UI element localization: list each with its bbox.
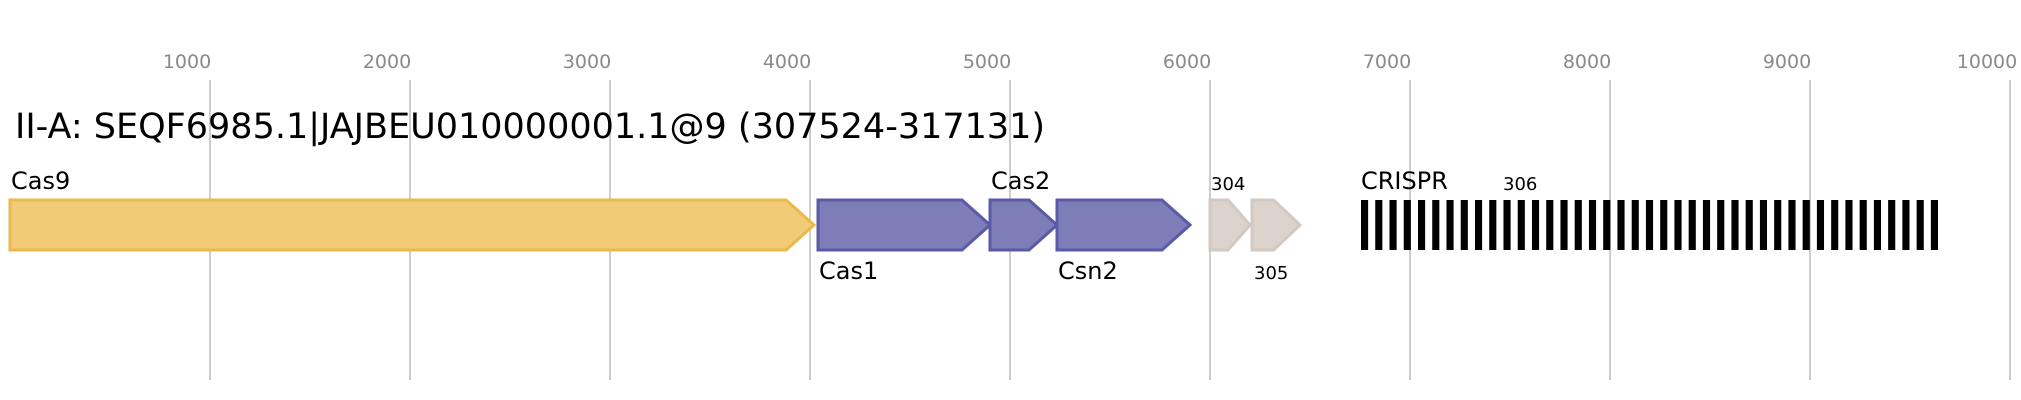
tick-label: 2000 <box>363 51 411 73</box>
crispr-repeat <box>1674 200 1682 250</box>
crispr-repeat <box>1688 200 1696 250</box>
crispr-repeat <box>1375 200 1383 250</box>
gene-label: Csn2 <box>1058 257 1118 285</box>
crispr-repeat <box>1588 200 1597 250</box>
crispr-repeat <box>1389 200 1397 250</box>
gene-label: 305 <box>1254 263 1288 284</box>
crispr-repeat <box>1417 200 1426 250</box>
crispr-repeat <box>1432 200 1440 250</box>
gene-label: 304 <box>1211 174 1245 195</box>
crispr-repeat <box>1460 200 1468 250</box>
gene-arrow <box>1055 198 1193 252</box>
crispr-repeat <box>1403 200 1411 250</box>
crispr-repeat <box>1788 200 1796 250</box>
crispr-repeat <box>1660 200 1668 250</box>
tick-label: 10000 <box>1957 51 2017 73</box>
crispr-repeat <box>1802 200 1810 250</box>
crispr-repeat <box>1645 200 1654 250</box>
gene-label: Cas1 <box>819 257 878 285</box>
tick-label: 3000 <box>563 51 611 73</box>
axis-tick-labels: 1000 2000 3000 4000 5000 6000 7000 8000 9000 1000… <box>163 51 2017 73</box>
gene-label: Cas9 <box>11 167 70 195</box>
tick-label: 1000 <box>163 51 211 73</box>
crispr-repeat <box>1930 200 1938 250</box>
tick-label: 4000 <box>763 51 811 73</box>
crispr-repeat <box>1517 200 1525 250</box>
crispr-repeat <box>1617 200 1625 250</box>
crispr-repeat <box>1474 200 1483 250</box>
crispr-repeat <box>1774 200 1782 250</box>
crispr-repeat <box>1816 200 1825 250</box>
crispr-repeat <box>1503 200 1511 250</box>
tick-label: 6000 <box>1163 51 1211 73</box>
crispr-label: CRISPR <box>1361 167 1448 195</box>
gene-arrow <box>8 198 817 252</box>
gene-label: Cas2 <box>991 167 1050 195</box>
crispr-repeat <box>1574 200 1582 250</box>
crispr-repeat <box>1845 200 1853 250</box>
gene-arrow <box>988 198 1060 252</box>
crispr-repeat <box>1745 200 1753 250</box>
crispr-repeat <box>1873 200 1882 250</box>
crispr-array: CRISPR 306 <box>1361 167 1938 250</box>
tick-label: 8000 <box>1563 51 1611 73</box>
crispr-repeat <box>1731 200 1739 250</box>
gene-arrow <box>816 198 993 252</box>
crispr-repeat <box>1831 200 1839 250</box>
gene-arrow <box>1250 198 1303 252</box>
crispr-repeat <box>1631 200 1639 250</box>
crispr-repeat <box>1531 200 1540 250</box>
tick-label: 7000 <box>1363 51 1411 73</box>
crispr-repeat <box>1446 200 1454 250</box>
crispr-repeat <box>1888 200 1896 250</box>
crispr-repeat <box>1717 200 1725 250</box>
crispr-sublabel: 306 <box>1503 174 1537 195</box>
crispr-repeat <box>1859 200 1867 250</box>
crispr-repeat <box>1759 200 1768 250</box>
crispr-repeat <box>1560 200 1568 250</box>
crispr-repeat <box>1546 200 1554 250</box>
crispr-repeat <box>1489 200 1497 250</box>
crispr-repeat <box>1702 200 1711 250</box>
crispr-repeat <box>1916 200 1924 250</box>
tick-label: 9000 <box>1763 51 1811 73</box>
tick-label: 5000 <box>963 51 1011 73</box>
gene-arrow <box>1208 198 1252 252</box>
locus-title: II-A: SEQF6985.1|JAJBEU010000001.1@9 (30… <box>15 107 1045 147</box>
crispr-repeat <box>1902 200 1910 250</box>
crispr-repeat <box>1603 200 1611 250</box>
crispr-repeat <box>1361 200 1369 250</box>
